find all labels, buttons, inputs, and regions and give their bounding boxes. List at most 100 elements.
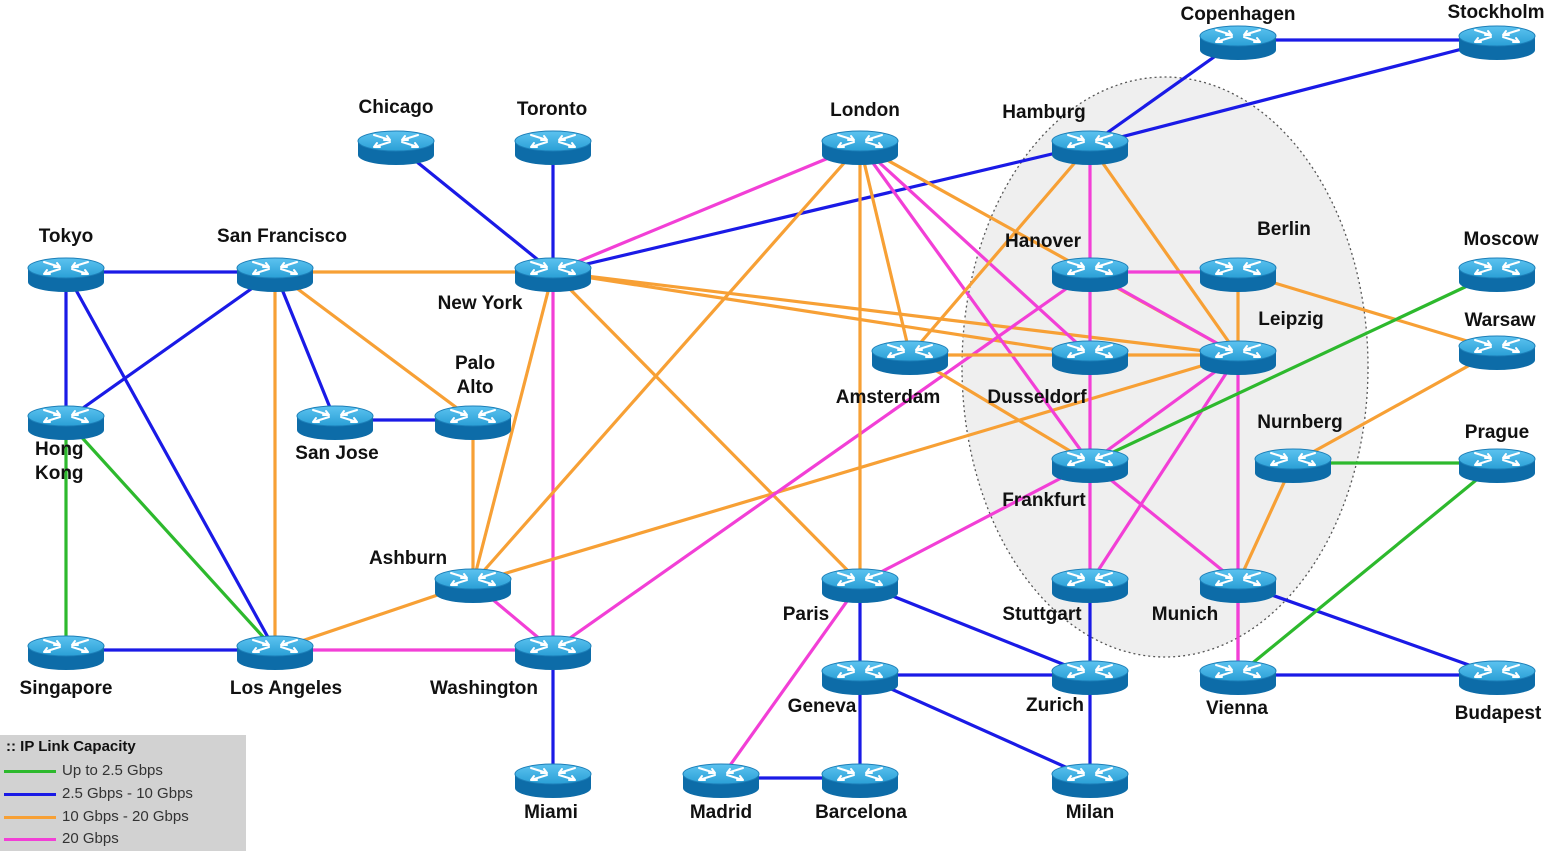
router-leipzig: Leipzig: [1199, 309, 1324, 375]
router-stuttgart: Stuttgart: [1002, 568, 1129, 625]
router-milan: Milan: [1051, 763, 1129, 823]
link-munich-budapest: [1237, 581, 1498, 677]
link-amsterdam-frankfurt: [909, 353, 1091, 465]
node-label-dusseldorf: Dusseldorf: [987, 387, 1087, 408]
router-icon: [236, 257, 314, 292]
node-label-vienna: Vienna: [1206, 698, 1268, 719]
node-label-zurich: Zurich: [1026, 695, 1084, 716]
router-amsterdam: Amsterdam: [836, 340, 949, 408]
node-label-amsterdam: Amsterdam: [836, 387, 941, 408]
node-label-singapore: Singapore: [20, 678, 113, 699]
node-label-warsaw: Warsaw: [1464, 310, 1535, 331]
link-sanfrancisco-paloalto: [274, 270, 474, 422]
node-label-frankfurt: Frankfurt: [1002, 490, 1086, 511]
legend-title: :: IP Link Capacity: [6, 738, 136, 755]
router-chicago: Chicago: [357, 97, 435, 165]
router-icon: [1199, 660, 1277, 695]
node-label-tokyo: Tokyo: [39, 226, 94, 247]
node-label-miami: Miami: [524, 802, 578, 823]
node-label-toronto: Toronto: [517, 99, 587, 120]
router-icon: [1254, 448, 1332, 483]
link-leipzig-stuttgart: [1088, 354, 1240, 584]
link-newyork-hamburg: [552, 143, 1091, 274]
router-icon: [1051, 340, 1129, 375]
link-nurnberg-munich: [1236, 462, 1295, 584]
node-label-barcelona: Barcelona: [815, 802, 907, 823]
legend-item-20: 20 Gbps: [4, 828, 244, 850]
router-toronto: Toronto: [514, 99, 592, 165]
router-icon: [682, 763, 760, 798]
node-label-losangeles: Los Angeles: [230, 678, 342, 699]
legend-label: Up to 2.5 Gbps: [62, 762, 163, 779]
legend-label: 10 Gbps - 20 Gbps: [62, 808, 189, 825]
legend-swatch: [4, 838, 56, 841]
link-vienna-prague: [1236, 461, 1499, 677]
router-icon: [434, 405, 512, 440]
node-label-munich: Munich: [1152, 604, 1219, 625]
router-frankfurt: Frankfurt: [1002, 448, 1129, 511]
router-icon: [821, 763, 899, 798]
router-barcelona: Barcelona: [815, 763, 907, 823]
node-label-geneva: Geneva: [788, 696, 857, 717]
router-nurnberg: Nurnberg: [1254, 412, 1343, 483]
link-newyork-london: [552, 143, 861, 274]
router-icon: [514, 763, 592, 798]
router-icon: [1051, 660, 1129, 695]
legend-swatch: [4, 770, 56, 773]
router-icon: [1051, 448, 1129, 483]
router-icon: [27, 257, 105, 292]
link-london-frankfurt: [858, 144, 1092, 464]
link-leipzig-frankfurt: [1089, 353, 1239, 465]
node-label-moscow: Moscow: [1464, 229, 1539, 250]
node-label-prague: Prague: [1465, 422, 1529, 443]
link-hamburg-stockholm: [1089, 38, 1498, 147]
link-ashburn-london: [471, 143, 862, 585]
link-hongkong-losangeles: [64, 418, 277, 652]
node-label-london: London: [830, 100, 900, 121]
router-icon: [1458, 335, 1536, 370]
node-label-newyork: New York: [438, 293, 523, 314]
router-icon: [296, 405, 374, 440]
node-label-sanjose: San Jose: [295, 443, 378, 464]
germany-region: [961, 76, 1369, 658]
link-newyork-paris: [551, 270, 862, 585]
router-icon: [821, 660, 899, 695]
node-label-budapest: Budapest: [1455, 703, 1542, 724]
router-icon: [1051, 763, 1129, 798]
router-stockholm: Stockholm: [1447, 2, 1545, 60]
node-label-leipzig: Leipzig: [1258, 309, 1323, 330]
node-label-ashburn: Ashburn: [369, 548, 447, 569]
router-icon: [514, 635, 592, 670]
router-madrid: Madrid: [682, 763, 760, 823]
router-icon: [434, 568, 512, 603]
node-label-hamburg: Hamburg: [1002, 102, 1085, 123]
router-sanfrancisco: San Francisco: [217, 226, 347, 292]
router-geneva: Geneva: [788, 660, 899, 717]
router-london: London: [821, 100, 900, 165]
router-washington: Washington: [430, 635, 592, 699]
link-frankfurt-paris: [859, 461, 1091, 585]
legend-label: 20 Gbps: [62, 830, 119, 847]
router-warsaw: Warsaw: [1458, 310, 1536, 370]
router-icon: [27, 635, 105, 670]
router-icon: [1458, 660, 1536, 695]
router-munich: Munich: [1152, 568, 1277, 625]
router-icon: [1199, 25, 1277, 60]
link-amsterdam-hamburg: [908, 143, 1092, 357]
legend-item-10-20: 10 Gbps - 20 Gbps: [4, 806, 244, 828]
router-icon: [1458, 448, 1536, 483]
node-label-madrid: Madrid: [690, 802, 752, 823]
router-sanjose: San Jose: [295, 405, 379, 464]
link-london-dusseldorf: [858, 143, 1092, 357]
router-icon: [1051, 257, 1129, 292]
router-icon: [514, 257, 592, 292]
router-icon: [871, 340, 949, 375]
link-tokyo-losangeles: [64, 271, 277, 651]
legend-label: 2.5 Gbps - 10 Gbps: [62, 785, 193, 802]
legend-swatch: [4, 816, 56, 819]
link-sanfrancisco-sanjose: [273, 271, 337, 421]
router-zurich: Zurich: [1026, 660, 1129, 716]
